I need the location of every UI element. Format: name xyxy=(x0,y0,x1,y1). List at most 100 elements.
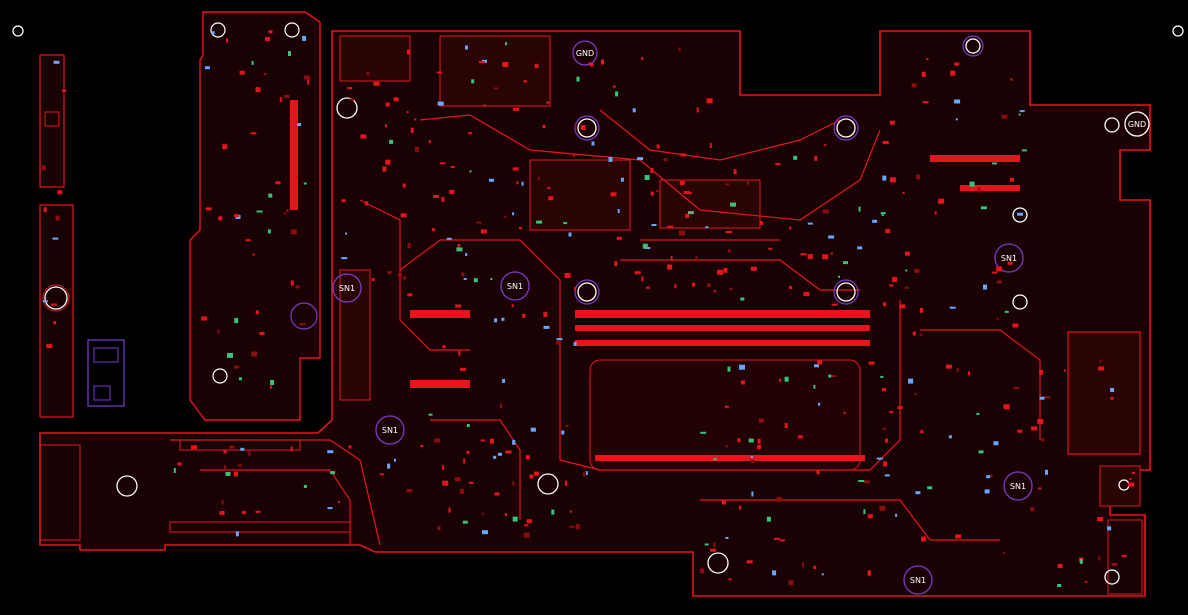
pad xyxy=(858,480,865,482)
pad xyxy=(286,209,289,212)
pad xyxy=(1099,360,1102,363)
pad xyxy=(904,286,909,289)
pad xyxy=(227,352,233,358)
hole-left-top xyxy=(210,22,226,38)
pad xyxy=(434,438,440,443)
pad xyxy=(446,237,452,240)
pad xyxy=(501,317,505,321)
pad xyxy=(513,107,520,111)
sn1-label-lower-right: SN1 xyxy=(1010,482,1026,491)
pad xyxy=(473,278,478,283)
pad xyxy=(402,183,406,188)
pad xyxy=(750,266,757,271)
pad xyxy=(259,332,265,335)
pad xyxy=(504,215,507,218)
pad xyxy=(234,214,240,218)
pad xyxy=(420,445,424,448)
pad xyxy=(867,514,873,519)
pad xyxy=(1041,438,1045,442)
pad xyxy=(437,101,444,106)
pad xyxy=(830,375,837,378)
pad xyxy=(713,458,717,461)
pad xyxy=(882,427,886,430)
pad xyxy=(1111,563,1118,566)
pad xyxy=(414,146,419,152)
pad xyxy=(996,317,999,320)
pad xyxy=(387,271,392,274)
pad xyxy=(1004,310,1009,313)
pad xyxy=(349,98,356,101)
pad xyxy=(55,215,60,221)
pad xyxy=(831,303,838,306)
pad xyxy=(692,282,696,287)
pad xyxy=(772,570,777,576)
pad xyxy=(225,471,231,476)
pad xyxy=(556,338,563,341)
pad xyxy=(1121,554,1127,557)
pad xyxy=(489,438,494,444)
pad xyxy=(885,438,888,443)
hole-left-lower xyxy=(212,368,228,384)
pad xyxy=(990,474,993,478)
pad xyxy=(822,254,829,260)
pad xyxy=(1021,149,1027,152)
pad xyxy=(518,227,522,229)
pad xyxy=(591,141,595,146)
pad xyxy=(1031,426,1038,431)
small-purple-module xyxy=(87,339,125,407)
sn1-hole-bottom: SN1 xyxy=(903,565,933,595)
pad xyxy=(582,472,585,477)
pad xyxy=(241,511,246,515)
pad xyxy=(433,195,439,198)
pad xyxy=(713,542,716,548)
pad xyxy=(462,520,468,524)
pad xyxy=(679,230,685,236)
pad xyxy=(750,459,755,463)
pad xyxy=(1129,478,1132,481)
pad xyxy=(824,144,827,147)
pad xyxy=(889,284,894,287)
pad xyxy=(463,458,466,464)
pad xyxy=(727,366,731,372)
pad xyxy=(465,253,468,256)
pad xyxy=(537,176,540,180)
pad xyxy=(536,220,543,224)
pad xyxy=(483,104,486,107)
pad xyxy=(816,470,820,475)
pad xyxy=(471,79,475,84)
pad xyxy=(437,526,441,531)
pad xyxy=(270,380,275,385)
pad xyxy=(302,35,307,41)
copper-regions xyxy=(339,35,1143,595)
pad xyxy=(1010,78,1013,81)
pad xyxy=(387,463,391,469)
pad xyxy=(1044,396,1051,399)
pad xyxy=(779,378,781,382)
pad xyxy=(546,101,550,104)
ring-holes xyxy=(574,35,984,305)
pad xyxy=(43,207,47,213)
pad xyxy=(481,512,484,515)
pad xyxy=(721,499,726,505)
pad xyxy=(53,60,60,64)
pad xyxy=(968,371,970,376)
pad xyxy=(41,165,46,171)
pad xyxy=(992,162,997,165)
pad xyxy=(275,181,281,185)
pad xyxy=(667,264,673,270)
pad xyxy=(905,269,908,272)
pad xyxy=(384,124,387,128)
pad xyxy=(534,63,539,68)
gnd-label-right: GND xyxy=(1128,120,1146,129)
pad xyxy=(239,70,245,75)
pad xyxy=(493,455,497,459)
pad xyxy=(511,304,514,308)
sn1-label-right-mid: SN1 xyxy=(1001,254,1017,263)
pad xyxy=(327,507,333,510)
pad xyxy=(458,350,461,356)
pad xyxy=(177,462,182,466)
pad xyxy=(523,80,528,83)
pad xyxy=(656,144,660,149)
pad xyxy=(895,513,898,517)
pad xyxy=(588,62,591,65)
